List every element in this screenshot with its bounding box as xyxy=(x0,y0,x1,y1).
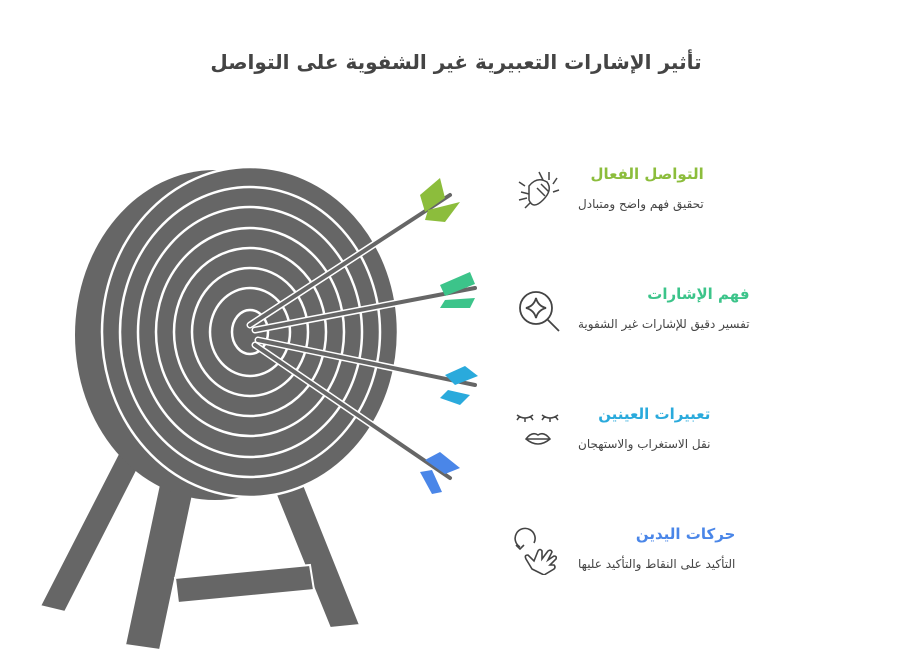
arrow-fletch-2 xyxy=(440,272,475,296)
page-title: تأثير الإشارات التعبيرية غير الشفوية على… xyxy=(210,50,702,74)
item-description: تحقيق فهم واضح ومتبادل xyxy=(578,197,704,211)
item-heading: التواصل الفعال xyxy=(590,165,704,183)
item-heading: فهم الإشارات xyxy=(647,285,750,303)
arrows xyxy=(246,178,479,494)
list-item-effective-communication: التواصل الفعال تحقيق فهم واضح ومتبادل xyxy=(578,165,704,211)
item-heading: حركات اليدين xyxy=(635,525,736,543)
handshake-icon xyxy=(518,171,560,209)
magnifier-sparkle-icon xyxy=(519,291,560,332)
target-face xyxy=(100,165,400,499)
eyes-lips-icon xyxy=(516,414,559,445)
hand-wave-icon xyxy=(514,527,558,575)
list-item-hand-gestures: حركات اليدين التأكيد على النقاط والتأكيد… xyxy=(578,525,735,571)
target-stand xyxy=(38,448,362,652)
item-description: التأكيد على النقاط والتأكيد عليها xyxy=(578,557,736,571)
list-item-understanding-signals: فهم الإشارات تفسير دقيق للإشارات غير الش… xyxy=(578,285,750,331)
arrow-fletch-3 xyxy=(445,366,478,385)
item-heading: تعبيرات العينين xyxy=(598,405,711,423)
arrow-fletch-1 xyxy=(420,178,445,212)
arrow-fletch-4 xyxy=(425,452,460,474)
item-description: تفسير دقيق للإشارات غير الشفوية xyxy=(578,317,750,331)
list-item-eye-expressions: تعبيرات العينين نقل الاستغراب والاستهجان xyxy=(578,405,710,451)
item-description: نقل الاستغراب والاستهجان xyxy=(578,437,711,451)
